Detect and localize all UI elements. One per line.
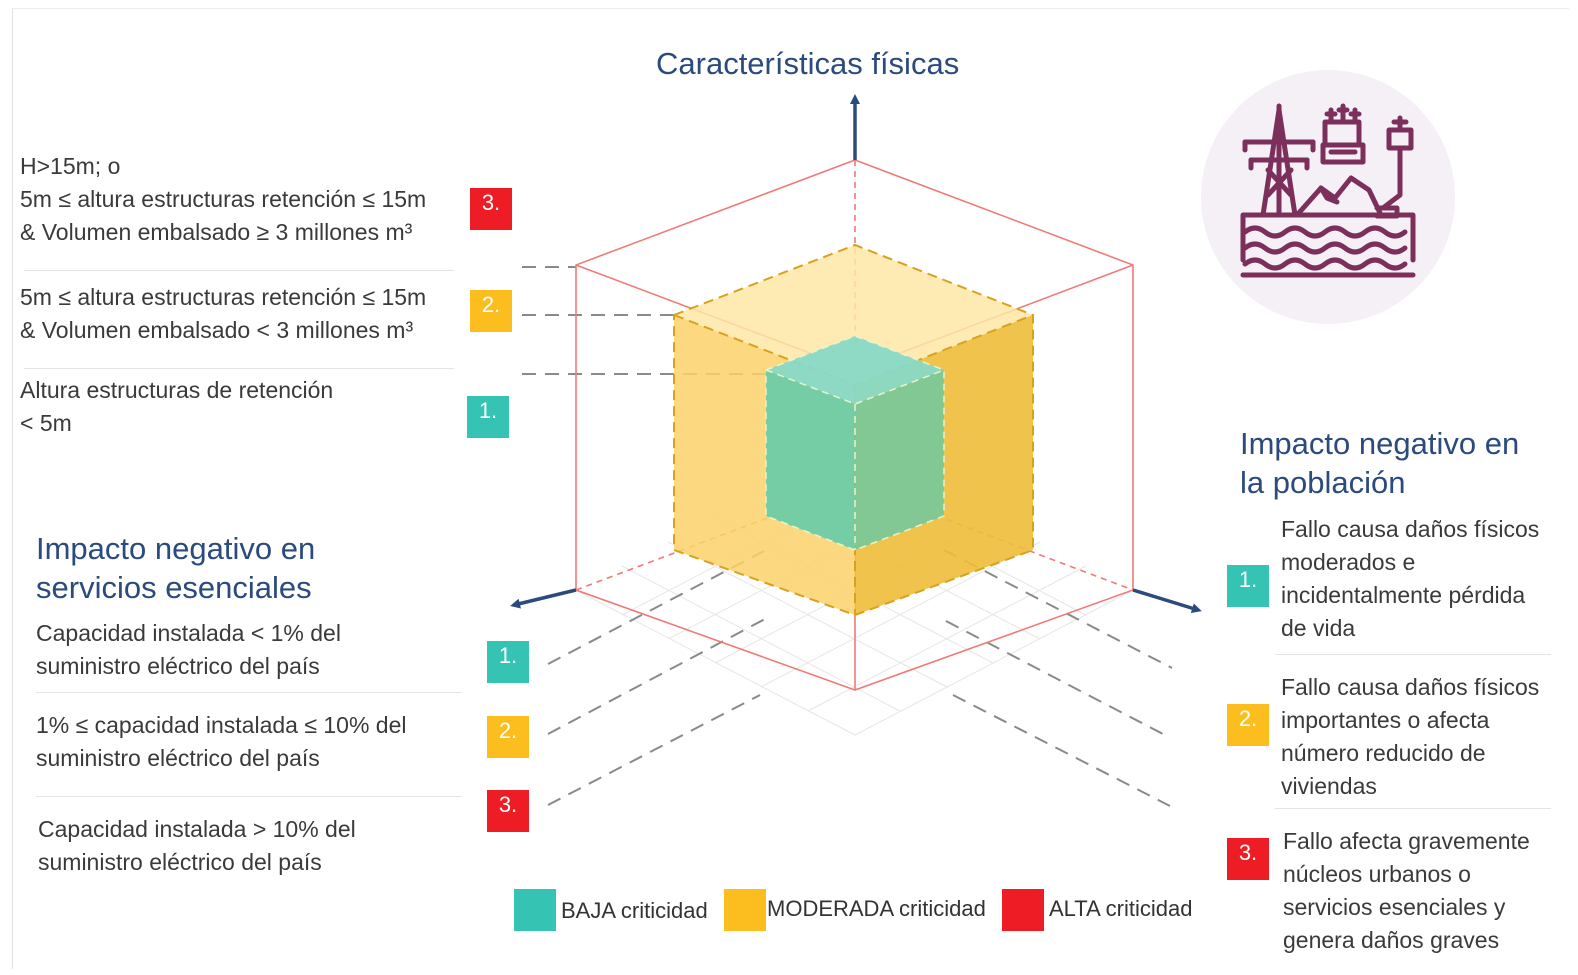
population-badge-3: 3.	[1227, 838, 1269, 880]
physical-item-1: Altura estructuras de retención < 5m	[20, 377, 334, 436]
population-separator-1	[1275, 654, 1551, 655]
physical-badge-3: 3.	[470, 188, 512, 230]
physical-item-3: H>15m; o 5m ≤ altura estructuras retenci…	[20, 153, 427, 245]
physical-badge-2: 2.	[470, 290, 512, 332]
population-separator-2	[1275, 808, 1551, 809]
services-item-2: 1% ≤ capacidad instalada ≤ 10% del sumin…	[36, 712, 407, 771]
legend-moderate-swatch	[724, 889, 766, 931]
legend-moderate-label: MODERADA criticidad	[767, 896, 986, 921]
legend-low-swatch	[514, 889, 556, 931]
services-badge-1: 1.	[487, 641, 529, 683]
population-item-3: Fallo afecta gravemente núcleos urbanos …	[1283, 828, 1530, 953]
guide-lines	[522, 266, 1173, 807]
services-item-3: Capacidad instalada > 10% del suministro…	[38, 816, 356, 875]
figure-frame	[12, 8, 1569, 969]
physical-separator-2	[24, 368, 454, 369]
low-criticality-cube	[765, 335, 945, 551]
axis-title-services: Impacto negativo en servicios esenciales	[36, 531, 316, 606]
population-item-2: Fallo causa daños físicos importantes o …	[1281, 674, 1540, 799]
population-item-1: Fallo causa daños físicos moderados e in…	[1281, 516, 1540, 641]
legend-high-swatch	[1002, 889, 1044, 931]
services-separator-1	[36, 692, 462, 693]
axis-title-population: Impacto negativo en la población	[1240, 426, 1520, 501]
physical-item-2: 5m ≤ altura estructuras retención ≤ 15m …	[20, 284, 427, 343]
services-badge-2: 2.	[487, 716, 529, 758]
left-axis-arrow	[510, 588, 577, 609]
physical-separator-1	[24, 270, 454, 271]
services-badge-3: 3.	[487, 790, 529, 832]
right-axis-arrow	[1132, 588, 1202, 614]
services-item-1: Capacidad instalada < 1% del suministro …	[36, 620, 341, 679]
power-tower-dam-icon	[1240, 103, 1416, 278]
population-badge-2: 2.	[1227, 704, 1269, 746]
population-badge-1: 1.	[1227, 565, 1269, 607]
services-separator-2	[36, 796, 462, 797]
legend-high-label: ALTA criticidad	[1049, 896, 1193, 921]
axes	[510, 94, 1202, 614]
legend-low-label: BAJA criticidad	[561, 898, 708, 923]
axis-title-physical: Características físicas	[656, 46, 960, 81]
physical-badge-1: 1.	[467, 396, 509, 438]
